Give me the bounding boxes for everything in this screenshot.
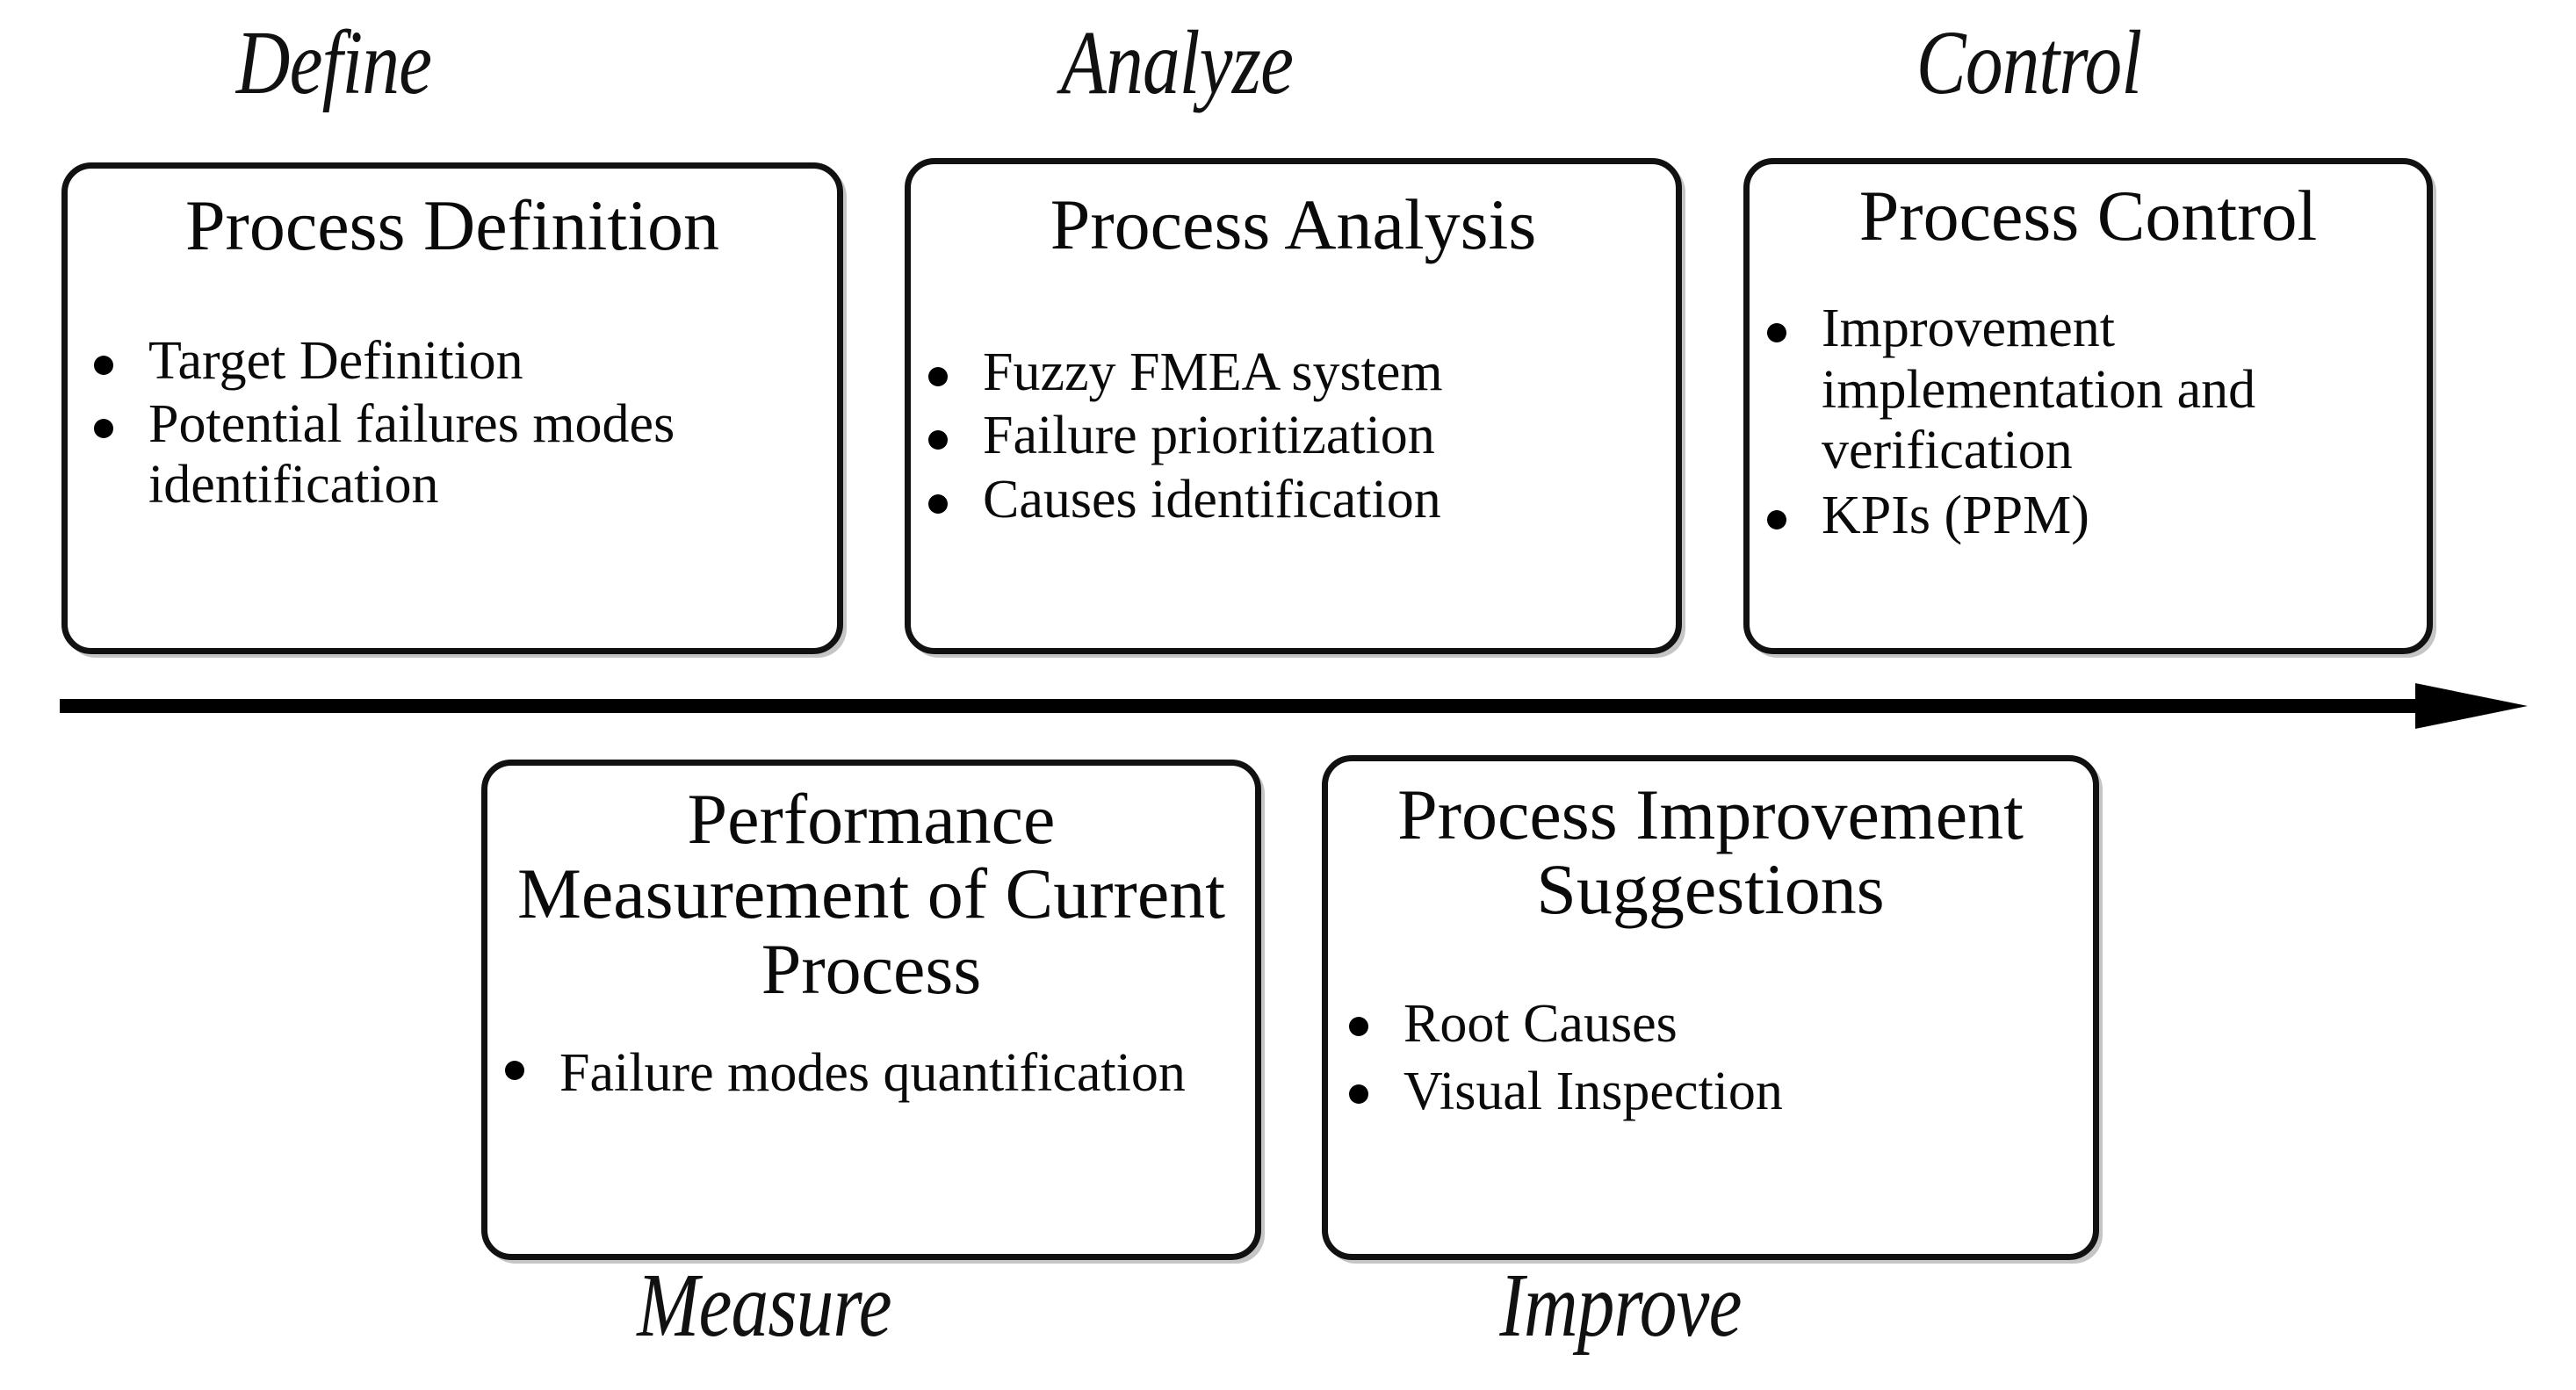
list-item: Improvement implementation and verificat… bbox=[1757, 299, 2427, 481]
bullet-list-measure: Failure modes quantification bbox=[487, 1036, 1255, 1112]
right-arrow-icon bbox=[60, 683, 2528, 729]
list-item: Causes identification bbox=[918, 470, 1676, 529]
box-title-measure: Performance Measurement of Current Proce… bbox=[516, 779, 1226, 1009]
phase-box-analyze[interactable]: Process Analysis Fuzzy FMEA system Failu… bbox=[905, 158, 1682, 654]
list-item: Visual Inspection bbox=[1339, 1060, 2093, 1124]
phase-label-measure: Measure bbox=[637, 1255, 891, 1356]
phase-box-measure[interactable]: Performance Measurement of Current Proce… bbox=[481, 760, 1261, 1260]
phase-box-define[interactable]: Process Definition Target Definition Pot… bbox=[61, 162, 843, 654]
phase-box-improve[interactable]: Process Improvement Suggestions Root Cau… bbox=[1322, 755, 2099, 1260]
bullet-list-analyze: Fuzzy FMEA system Failure prioritization… bbox=[911, 342, 1676, 529]
bullet-list-define: Target Definition Potential failures mod… bbox=[68, 331, 837, 515]
phase-label-control: Control bbox=[1916, 12, 2142, 113]
list-item: Root Causes bbox=[1339, 992, 2093, 1056]
list-item: Fuzzy FMEA system bbox=[918, 342, 1676, 402]
phase-box-control[interactable]: Process Control Improvement implementati… bbox=[1743, 158, 2433, 654]
list-item: Potential failures modes identification bbox=[83, 394, 837, 515]
phase-label-define: Define bbox=[235, 12, 432, 113]
box-title-control: Process Control bbox=[1858, 176, 2318, 256]
box-title-define: Process Definition bbox=[184, 185, 720, 265]
box-title-analyze: Process Analysis bbox=[1050, 184, 1537, 264]
bullet-list-control: Improvement implementation and verificat… bbox=[1750, 299, 2427, 546]
phase-label-analyze: Analyze bbox=[1060, 12, 1294, 113]
list-item: Failure modes quantification bbox=[494, 1036, 1255, 1112]
bullet-list-improve: Root Causes Visual Inspection bbox=[1328, 992, 2093, 1124]
list-item: Failure prioritization bbox=[918, 406, 1676, 465]
phase-label-improve: Improve bbox=[1499, 1255, 1742, 1356]
box-title-improve: Process Improvement Suggestions bbox=[1397, 774, 2024, 930]
list-item: KPIs (PPM) bbox=[1757, 486, 2427, 546]
list-item: Target Definition bbox=[83, 331, 837, 391]
